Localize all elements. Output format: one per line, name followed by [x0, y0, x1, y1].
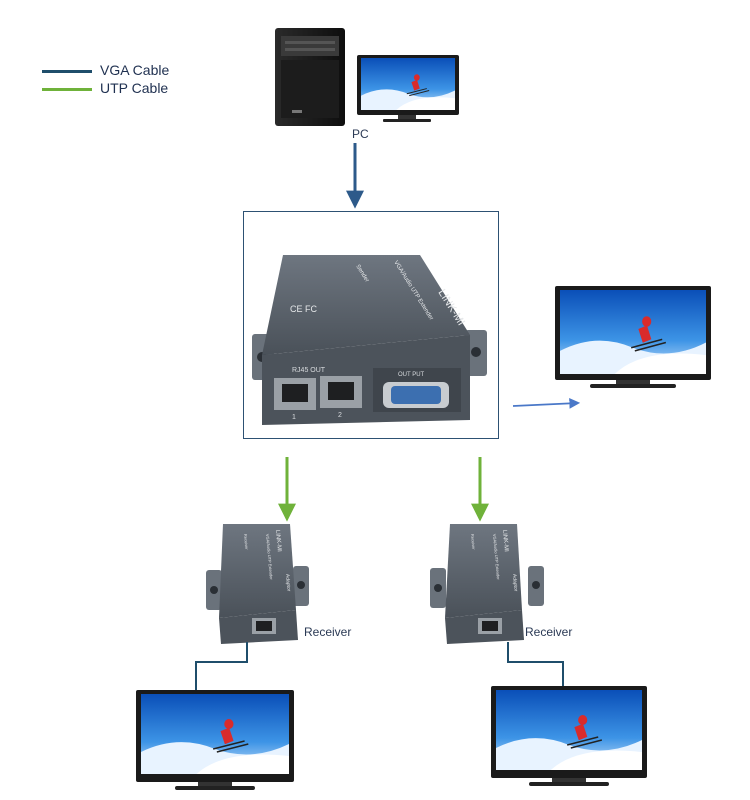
pc-monitor-icon	[357, 55, 459, 122]
receiver-left-brand: LINK-MI	[274, 530, 282, 553]
receiver-monitor-left-icon	[136, 690, 294, 790]
pc-label: PC	[352, 127, 369, 141]
sender-port1-label: 1	[292, 414, 296, 421]
receiver-right-type: Receiver	[470, 534, 476, 551]
receiver-device-right	[430, 524, 544, 644]
vga-cable-right	[507, 642, 564, 690]
receiver-left-adaptor: Adaptor	[284, 574, 292, 592]
sender-frame	[243, 211, 499, 439]
receiver-right-model: VGA/Audio UTP Extender	[492, 534, 501, 581]
sender-to-monitor-arrow	[512, 398, 581, 409]
receiver-left-label: Receiver	[304, 625, 352, 639]
receiver-right-adaptor: Adaptor	[511, 574, 519, 592]
sender-port-group-label: RJ45 OUT	[292, 367, 326, 374]
receiver-right-label: Receiver	[525, 625, 573, 639]
receiver-right-brand: LINK-MI	[501, 530, 509, 553]
receiver-device-left	[206, 524, 309, 644]
receiver-left-type: Receiver	[243, 534, 249, 551]
legend-vga-label: VGA Cable	[100, 62, 170, 78]
sender-device	[252, 255, 487, 425]
sender-port2-label: 2	[338, 412, 342, 419]
legend-vga-line	[42, 70, 92, 73]
vga-cable-left	[195, 642, 248, 690]
sender-output-label: OUT PUT	[398, 372, 425, 378]
receiver-left-model: VGA/Audio UTP Extender	[265, 534, 274, 581]
legend-utp-line	[42, 88, 92, 91]
sender-ce-fc: CE FC	[290, 304, 318, 314]
pc-tower-icon	[275, 28, 345, 126]
main-monitor-icon	[555, 286, 711, 388]
legend-utp-label: UTP Cable	[100, 80, 169, 96]
receiver-monitor-right-icon	[491, 686, 647, 786]
